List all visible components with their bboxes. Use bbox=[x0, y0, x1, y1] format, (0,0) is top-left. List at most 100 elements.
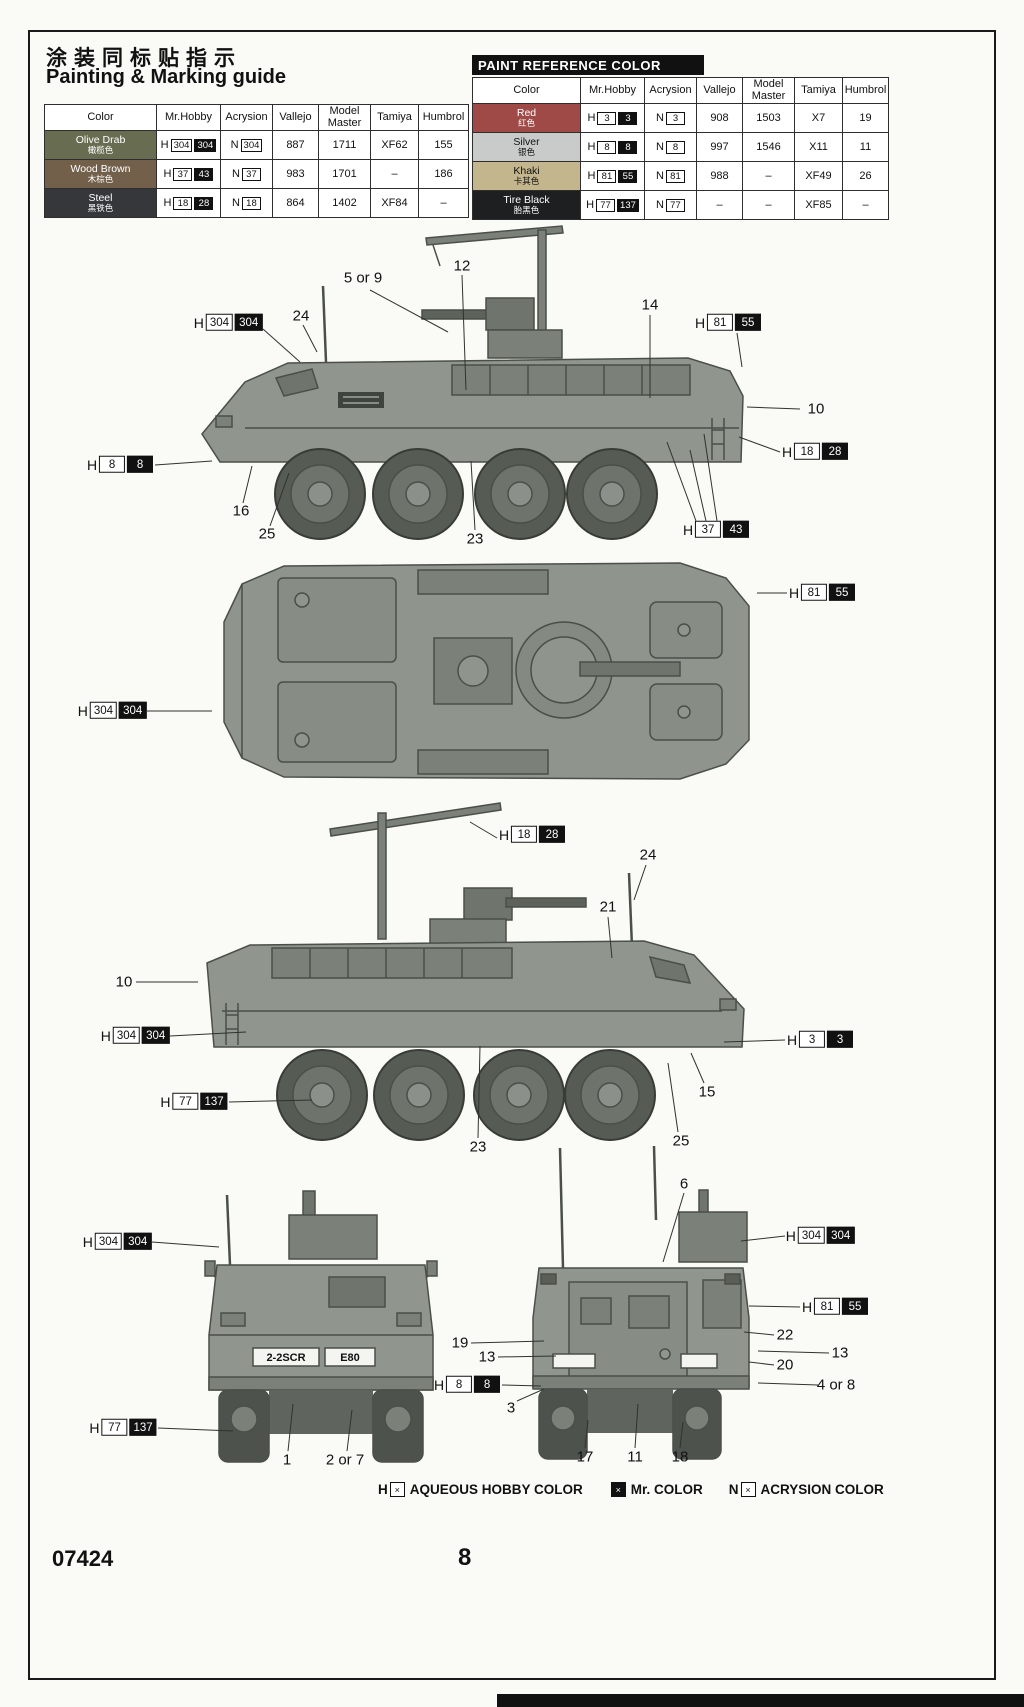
humbrol-cell: 155 bbox=[418, 130, 469, 161]
tamiya-cell: XF49 bbox=[794, 161, 843, 192]
part-number-callout: 23 bbox=[469, 1138, 487, 1156]
taillight bbox=[540, 1273, 557, 1285]
aqueous-color-number: 304 bbox=[170, 138, 193, 152]
column-header: Mr.Hobby bbox=[156, 103, 221, 132]
crane-boom bbox=[425, 225, 564, 246]
stowage-rack bbox=[271, 947, 513, 979]
aqueous-color-number: 37 bbox=[173, 167, 193, 181]
color-name-en: Silver bbox=[513, 136, 540, 149]
mr-color-number: 55 bbox=[618, 169, 638, 183]
bumper bbox=[532, 1375, 750, 1390]
part-number-callout: 6 bbox=[679, 1175, 689, 1193]
vehicle-top-view bbox=[223, 562, 750, 780]
color-name-cn: 橄榄色 bbox=[87, 145, 114, 156]
mr-color-number: 28 bbox=[539, 825, 566, 843]
aqueous-prefix-letter: H bbox=[160, 1093, 171, 1110]
part-number-callout: 20 bbox=[776, 1356, 794, 1374]
mr-color-number: 304 bbox=[235, 313, 263, 331]
color-name-en: Khaki bbox=[513, 165, 540, 178]
wheel bbox=[373, 1049, 465, 1141]
acrysion-color-number: 304 bbox=[240, 138, 263, 152]
product-code: 07424 bbox=[52, 1546, 114, 1571]
headlight bbox=[215, 415, 233, 428]
mr-color-number: 8 bbox=[474, 1375, 501, 1393]
antenna-icon bbox=[558, 1147, 565, 1269]
mirror bbox=[426, 1260, 438, 1277]
taillight bbox=[724, 1273, 741, 1285]
mr-color-number: 55 bbox=[735, 313, 762, 331]
color-name-cn: 木棕色 bbox=[87, 174, 114, 185]
mr-color-number: 304 bbox=[827, 1226, 855, 1244]
acrysion-prefix-letter: N bbox=[656, 141, 664, 154]
aqueous-prefix-letter: H bbox=[160, 139, 169, 152]
legend-acrysion-label: ACRYSION COLOR bbox=[760, 1482, 884, 1497]
aqueous-prefix-letter: H bbox=[786, 1031, 798, 1048]
vehicle-rear-view bbox=[532, 1145, 750, 1460]
aqueous-color-number: 18 bbox=[794, 442, 821, 460]
acrysion-prefix-letter: N bbox=[230, 139, 239, 152]
color-name-en: Red bbox=[516, 107, 537, 120]
part-number-callout: 25 bbox=[258, 525, 276, 543]
mr-color-number: 304 bbox=[119, 701, 147, 719]
wheel bbox=[473, 1049, 565, 1141]
color-name-cn: 银色 bbox=[517, 147, 535, 158]
black-number-box-icon: × bbox=[610, 1482, 626, 1497]
road-wheels bbox=[274, 448, 658, 540]
aqueous-prefix-letter: H bbox=[498, 826, 510, 843]
vehicle-number-marking: E80 bbox=[340, 1352, 360, 1364]
rear-plate bbox=[680, 1353, 718, 1369]
color-name-en: Steel bbox=[88, 192, 113, 205]
acrysion-prefix-letter: N bbox=[656, 199, 664, 212]
box-cross-glyph: × bbox=[394, 1484, 400, 1495]
part-number-callout: 13 bbox=[478, 1348, 496, 1366]
column-header: Color bbox=[472, 76, 581, 105]
model-master-cell: 1402 bbox=[318, 188, 371, 219]
color-name-en: Olive Drab bbox=[75, 134, 126, 147]
column-header: Acrysion bbox=[644, 76, 697, 105]
hull-front bbox=[208, 1264, 434, 1391]
aqueous-color-number: 18 bbox=[511, 825, 538, 843]
part-number-callout: 3 bbox=[506, 1399, 516, 1417]
mr-color-number: 3 bbox=[618, 111, 638, 125]
column-header: Color bbox=[44, 103, 157, 132]
unit-marking: 2-2SCR bbox=[266, 1352, 305, 1364]
legend-aqueous: H × AQUEOUS HOBBY COLOR bbox=[378, 1482, 583, 1497]
acrysion-color-number: 37 bbox=[241, 167, 261, 181]
crane-mast bbox=[377, 812, 387, 940]
humbrol-cell: 19 bbox=[842, 103, 889, 134]
tamiya-cell: XF84 bbox=[370, 188, 419, 219]
machine-gun bbox=[505, 897, 587, 908]
mr-color-number: 137 bbox=[129, 1418, 157, 1436]
